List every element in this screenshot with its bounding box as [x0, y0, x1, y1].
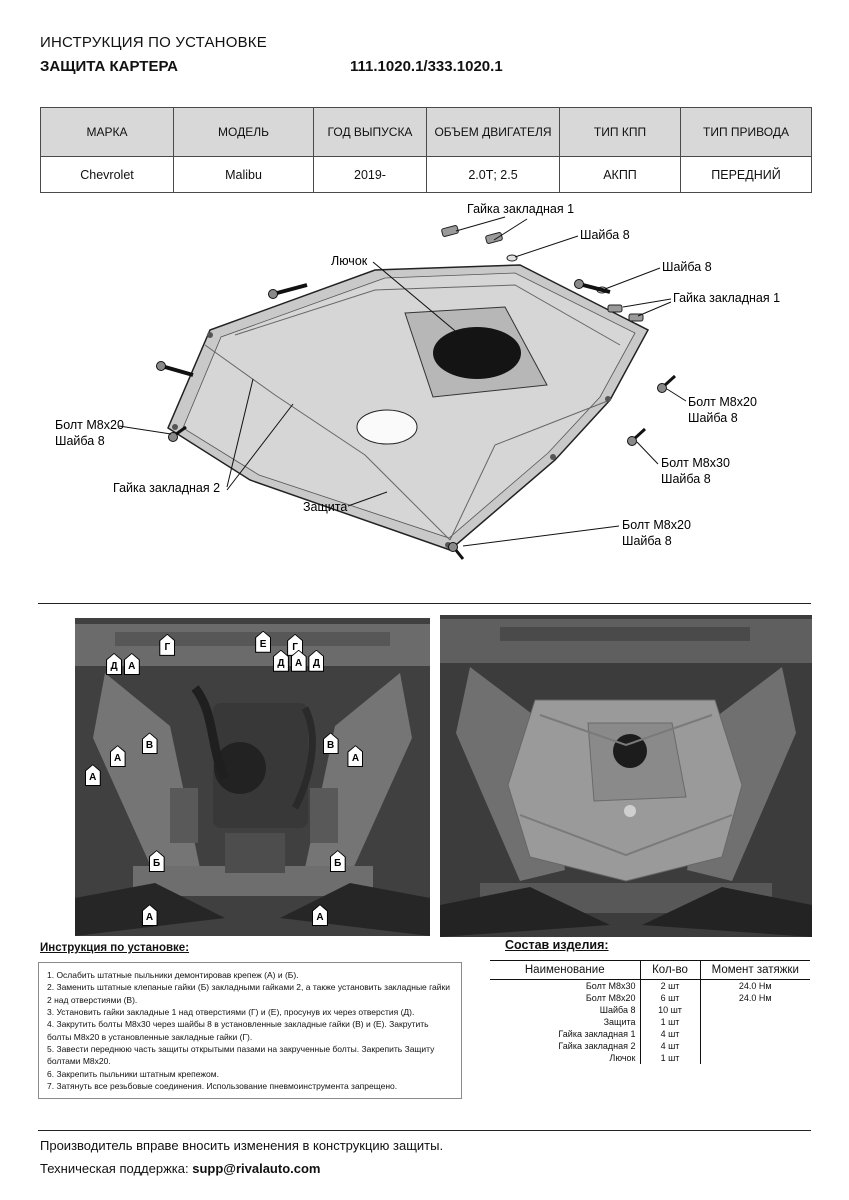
clip-nut-icon [441, 225, 644, 322]
callout-bolt20-right: Болт М8х20 [688, 395, 757, 409]
callout-nut1-right: Гайка закладная 1 [673, 291, 780, 305]
parts-row: Лючок 1 шт [490, 1052, 810, 1064]
photo-underbody-before: Г Е Г Д А Д А Д В А В А А Б Б А А [75, 618, 430, 936]
footer-note: Производитель вправе вносить изменения в… [40, 1138, 444, 1153]
parts-heading: Состав изделия: [505, 938, 609, 952]
cell-year: 2019- [313, 156, 427, 193]
parts-row: Шайба 8 10 шт [490, 1004, 810, 1016]
photo-marker: В [141, 732, 158, 755]
plate-oval-hole [356, 409, 418, 445]
photo-marker: А [109, 745, 126, 768]
callout-nut1-top: Гайка закладная 1 [467, 202, 574, 216]
photo-marker: Г [159, 633, 176, 656]
instructions-list: 1. Ослабить штатные пыльники демонтирова… [38, 962, 462, 1100]
callout-washer-bottom: Шайба 8 [622, 534, 672, 548]
instruction-step: 1. Ослабить штатные пыльники демонтирова… [47, 970, 299, 980]
col-drive: ТИП ПРИВОДА [680, 107, 812, 157]
instruction-step: 3. Установить гайки закладные 1 над отве… [47, 1006, 415, 1017]
callout-bolt30-right: Болт М8х30 [661, 456, 730, 470]
photo-marker: А [141, 904, 158, 927]
parts-col-qty: Кол-во [639, 960, 700, 980]
photo-marker: А [311, 904, 328, 927]
cell-gearbox: АКПП [559, 156, 681, 193]
parts-col-torque: Момент затяжки [699, 960, 810, 980]
callout-washer-top: Шайба 8 [580, 228, 630, 242]
photo-marker: А [84, 764, 101, 787]
vehicle-table-header: МАРКА МОДЕЛЬ ГОД ВЫПУСКА ОБЪЕМ ДВИГАТЕЛЯ… [40, 107, 812, 157]
col-engine: ОБЪЕМ ДВИГАТЕЛЯ [426, 107, 560, 157]
instructions-heading: Инструкция по установке: [40, 942, 190, 954]
parts-row: Гайка закладная 1 4 шт [490, 1028, 810, 1040]
cell-drive: ПЕРЕДНИЙ [680, 156, 812, 193]
parts-row: Гайка закладная 2 4 шт [490, 1040, 810, 1052]
photo-marker: Д [272, 649, 289, 672]
parts-row: Болт М8х20 6 шт 24.0 Нм [490, 992, 810, 1004]
parts-row: Болт М8х30 2 шт 24.0 Нм [490, 979, 810, 992]
callout-washer-left: Шайба 8 [55, 434, 105, 448]
support-label: Техническая поддержка: [40, 1161, 189, 1176]
callout-washer-right2: Шайба 8 [688, 411, 738, 425]
callout-washer-right: Шайба 8 [662, 260, 712, 274]
instruction-step: 4. Закрутить болты М8х30 через шайбы 8 в… [47, 1019, 429, 1042]
photo-marker: А [347, 745, 364, 768]
hatch-opening [433, 327, 521, 379]
instruction-step: 5. Завести переднюю часть защиты открыты… [47, 1043, 435, 1067]
cell-model: Malibu [173, 156, 314, 193]
product-title: ЗАЩИТА КАРТЕРА [40, 58, 178, 75]
footer-divider [38, 1130, 811, 1131]
photo-marker: Д [106, 652, 123, 675]
instruction-step: 6. Закрепить пыльники штатным крепежом. [47, 1068, 219, 1079]
footer-support: Техническая поддержка: supp@rivalauto.co… [40, 1161, 320, 1176]
photo-marker: Б [329, 850, 346, 873]
callout-hatch: Лючок [331, 254, 368, 268]
parts-table-header: Наименование Кол-во Момент затяжки [490, 960, 810, 980]
vehicle-table-row: Chevrolet Malibu 2019- 2.0Т; 2.5 АКПП ПЕ… [40, 156, 812, 193]
col-year: ГОД ВЫПУСКА [313, 107, 427, 157]
underbody-installed-graphic [440, 615, 812, 937]
cell-engine: 2.0Т; 2.5 [426, 156, 560, 193]
divider-line [38, 603, 811, 604]
doc-type-title: ИНСТРУКЦИЯ ПО УСТАНОВКЕ [40, 34, 267, 51]
col-model: МОДЕЛЬ [173, 107, 314, 157]
callout-bolt20-bottom: Болт М8х20 [622, 518, 691, 532]
cell-brand: Chevrolet [40, 156, 174, 193]
callout-nut2: Гайка закладная 2 [113, 481, 220, 495]
parts-table: Наименование Кол-во Момент затяжки Болт … [490, 960, 810, 1064]
callout-washer-right3: Шайба 8 [661, 472, 711, 486]
photo-marker: А [123, 652, 140, 675]
vehicle-table: МАРКА МОДЕЛЬ ГОД ВЫПУСКА ОБЪЕМ ДВИГАТЕЛЯ… [40, 107, 812, 193]
photo-marker: Е [255, 630, 272, 653]
photo-underbody-after [440, 615, 812, 937]
callout-bolt20-left: Болт М8х20 [55, 418, 124, 432]
parts-row: Защита 1 шт [490, 1016, 810, 1028]
exploded-diagram: Гайка закладная 1 Шайба 8 Лючок Шайба 8 … [55, 202, 780, 560]
col-brand: МАРКА [40, 107, 174, 157]
instruction-step: 2. Заменить штатные клепаные гайки (Б) з… [47, 982, 450, 1005]
part-numbers: 111.1020.1/333.1020.1 [350, 58, 503, 75]
photo-marker: Д [308, 649, 325, 672]
callout-plate: Защита [303, 500, 347, 514]
support-email: supp@rivalauto.com [192, 1161, 321, 1176]
photo-marker: В [322, 732, 339, 755]
photo-marker: Б [148, 850, 165, 873]
parts-col-name: Наименование [490, 960, 640, 980]
instruction-step: 7. Затянуть все резьбовые соединения. Ис… [47, 1080, 398, 1091]
bolt-icon [156, 279, 677, 560]
photo-marker: А [290, 649, 307, 672]
leader-lines [118, 216, 687, 547]
col-gearbox: ТИП КПП [559, 107, 681, 157]
